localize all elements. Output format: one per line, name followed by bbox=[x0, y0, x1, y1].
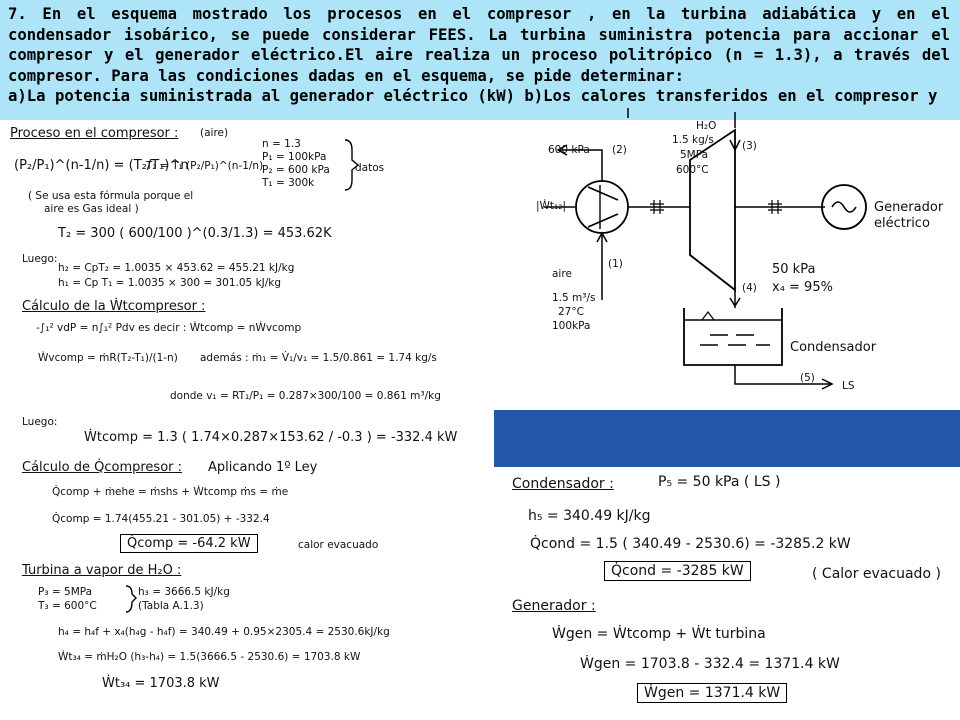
energy-balance: Q̇comp + ṁehe = ṁshs + Ẇtcomp ṁs = ṁe bbox=[52, 486, 289, 498]
luego-label-1: Luego: bbox=[22, 253, 58, 265]
diagram-t3: 600°C bbox=[676, 164, 709, 176]
data-p2: P₂ = 600 kPa bbox=[262, 164, 330, 176]
wt34-result: Ẇt₃₄ = 1703.8 kW bbox=[102, 676, 220, 691]
calor-evacuado-comp: calor evacuado bbox=[298, 539, 379, 551]
diagram-wt12: |Ẇt₁₂| bbox=[536, 200, 566, 212]
tabla-ref: (Tabla A.1.3) bbox=[138, 600, 204, 612]
t2-formula: T₂ = T₁ (P₂/P₁)^(n-1/n) bbox=[146, 160, 264, 172]
turbine-p3: P₃ = 5MPa bbox=[38, 586, 93, 598]
wgen-equation: Ẇgen = Ẇtcomp + Ẇt turbina bbox=[552, 626, 766, 642]
data-p1: P₁ = 100kPa bbox=[262, 151, 327, 163]
t2-calculation: T₂ = 300 ( 600/100 )^(0.3/1.3) = 453.62K bbox=[58, 226, 332, 241]
problem-text: 7. En el esquema mostrado los procesos e… bbox=[8, 5, 950, 85]
diagram-x4: x₄ = 95% bbox=[772, 280, 833, 295]
q-comp-result: Q̇comp = -64.2 kW bbox=[120, 534, 258, 553]
diagram-condenser-label: Condensador bbox=[790, 340, 877, 355]
wv-equation: Ẇvcomp = ṁR(T₂-T₁)/(1-n) bbox=[38, 352, 178, 364]
q-comp-calc: Q̇comp = 1.74(455.21 - 301.05) + -332.4 bbox=[52, 513, 270, 525]
diagram-p3: 5MPa bbox=[680, 149, 709, 161]
diagram-generator-label: Generador eléctrico bbox=[874, 200, 944, 231]
h1-line: h₁ = Cp T₁ = 1.0035 × 300 = 301.05 kJ/kg bbox=[58, 277, 282, 289]
compressor-title: Proceso en el compresor : bbox=[10, 126, 179, 141]
q-comp-title: Cálculo de Q̇compresor : bbox=[22, 460, 183, 475]
diagram-h2o: H₂O bbox=[696, 120, 717, 132]
condenser-symbol bbox=[683, 308, 783, 366]
turbine-t3: T₃ = 600°C bbox=[38, 600, 97, 612]
diagram-t1: 27°C bbox=[558, 306, 584, 318]
generator-title: Generador : bbox=[512, 598, 596, 614]
diagram-ls: LS bbox=[842, 380, 855, 392]
first-law-label: Aplicando 1º Ley bbox=[208, 460, 318, 475]
specific-volume-calc: donde v₁ = RT₁/P₁ = 0.287×300/100 = 0.86… bbox=[170, 390, 441, 402]
h2-line: h₂ = CpT₂ = 1.0035 × 453.62 = 455.21 kJ/… bbox=[58, 262, 295, 274]
problem-parts: a)La potencia suministrada al generador … bbox=[8, 87, 938, 106]
diagram-state4: (4) bbox=[742, 282, 757, 294]
diagram-v1: 1.5 m³/s bbox=[552, 292, 596, 304]
problem-statement: 7. En el esquema mostrado los procesos e… bbox=[0, 0, 960, 120]
condenser-title: Condensador : bbox=[512, 476, 614, 492]
diagram-state2: (2) bbox=[612, 144, 627, 156]
luego-label-2: Luego: bbox=[22, 416, 58, 428]
condenser-h5: h₅ = 340.49 kJ/kg bbox=[528, 508, 651, 524]
diagram-p4: 50 kPa bbox=[772, 262, 816, 277]
wt34-calc: Ẇt₃₄ = ṁH₂O (h₃-h₄) = 1.5(3666.5 - 2530.… bbox=[58, 651, 361, 663]
diagram-state3: (3) bbox=[742, 140, 757, 152]
diagram-aire: aire bbox=[552, 268, 572, 280]
diagram-flow: 1.5 kg/s bbox=[672, 134, 714, 146]
data-t1: T₁ = 300k bbox=[262, 177, 315, 189]
compressor-outlet-line bbox=[560, 149, 603, 181]
polytropic-equation: (P₂/P₁)^(n-1/n) = (T₂/T₁)^n bbox=[14, 158, 189, 173]
note-line2: aire es Gas ideal ) bbox=[44, 203, 139, 215]
wgen-calc: Ẇgen = 1703.8 - 332.4 = 1371.4 kW bbox=[580, 656, 840, 672]
work-title: Cálculo de la Ẇtcompresor : bbox=[22, 299, 206, 314]
note-line1: ( Se usa esta fórmula porque el bbox=[28, 190, 194, 202]
compressor-symbol bbox=[575, 180, 629, 234]
blue-divider-band bbox=[494, 410, 960, 467]
diagram-state1: (1) bbox=[608, 258, 623, 270]
calor-evacuado-cond: ( Calor evacuado ) bbox=[812, 566, 941, 582]
turbine-title: Turbina a vapor de H₂O : bbox=[22, 563, 182, 578]
condenser-p5: P₅ = 50 kPa ( LS ) bbox=[658, 474, 781, 490]
generator-symbol bbox=[821, 184, 867, 230]
diagram-p1: 100kPa bbox=[552, 320, 591, 332]
q-cond-calc: Q̇cond = 1.5 ( 340.49 - 2530.6) = -3285.… bbox=[530, 536, 851, 552]
turbine-brace bbox=[125, 585, 137, 613]
mass-flow-calc: además : ṁ₁ = V̇₁/v₁ = 1.5/0.861 = 1.74 … bbox=[200, 352, 437, 364]
work-relation: -∫₁² vdP = n∫₁² Pdv es decir : Ẇtcomp = … bbox=[36, 322, 302, 334]
wgen-result: Ẇgen = 1371.4 kW bbox=[637, 683, 788, 703]
datos-brace bbox=[344, 139, 360, 191]
q-cond-result: Q̇cond = -3285 kW bbox=[604, 561, 751, 581]
aire-label: (aire) bbox=[200, 127, 229, 139]
wt-comp-calc: Ẇtcomp = 1.3 ( 1.74×0.287×153.62 / -0.3 … bbox=[84, 430, 458, 445]
data-n: n = 1.3 bbox=[262, 138, 301, 150]
h4-calc: h₄ = h₄f + x₄(h₄g - h₄f) = 340.49 + 0.95… bbox=[58, 626, 390, 638]
turbine-h3: h₃ = 3666.5 kJ/kg bbox=[138, 586, 230, 598]
condenser-outlet-line bbox=[734, 365, 830, 385]
diagram-p2: 600 kPa bbox=[548, 144, 590, 156]
datos-label: datos bbox=[355, 162, 385, 174]
diagram-state5: (5) bbox=[800, 372, 815, 384]
